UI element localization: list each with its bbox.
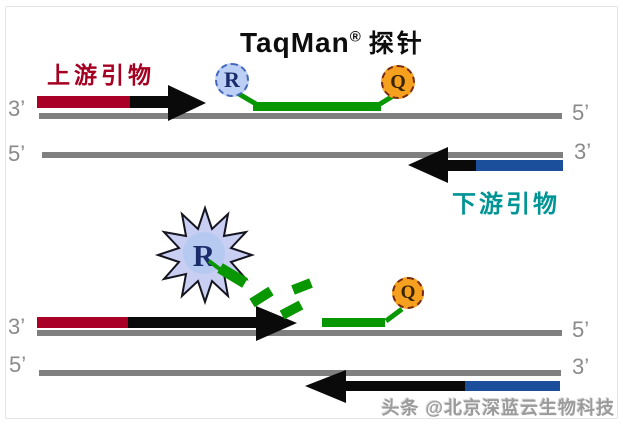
reporter-dye-circle: R	[215, 63, 249, 97]
quencher-linker-bottom	[384, 307, 404, 323]
strand-end-3prime-top-left: 3’	[8, 96, 26, 121]
cleaved-fragment-1	[217, 263, 248, 288]
downstream-primer-label: 下游引物	[452, 191, 560, 218]
probe-oligo-bar	[253, 102, 381, 111]
cleaved-fragment-linker	[207, 259, 223, 272]
cleaved-probe-remnant-bar	[322, 318, 385, 327]
fluorescence-starburst-icon	[154, 204, 256, 306]
template-strand-top-sense	[39, 113, 562, 119]
watermark-text: 头条 @北京深蓝云生物科技	[381, 398, 615, 418]
quencher-letter-bottom: Q	[400, 282, 416, 303]
template-strand-bottom-sense	[37, 330, 562, 336]
strand-end-5prime-bottom-right: 5’	[572, 317, 590, 342]
strand-end-3prime-bottom-left: 3’	[8, 314, 26, 339]
registered-trademark-symbol: ®	[349, 28, 361, 46]
cleaved-fragment-4	[279, 300, 304, 320]
template-strand-bottom-antisense	[39, 370, 561, 376]
quencher-letter: Q	[390, 70, 406, 93]
downstream-primer-blue-segment-bottom	[465, 381, 560, 391]
diagram-title: TaqMan® 探针	[240, 24, 425, 60]
title-brand: TaqMan	[240, 27, 350, 58]
strand-end-5prime-mid-left: 5’	[8, 141, 26, 166]
cleaved-fragment-3	[291, 278, 313, 295]
strand-end-3prime-last-right: 3’	[572, 354, 590, 379]
upstream-primer-label: 上游引物	[47, 62, 155, 88]
upstream-primer-shaft	[130, 96, 170, 108]
strand-end-5prime-top-right: 5’	[572, 100, 590, 125]
downstream-primer-blue-segment	[476, 160, 563, 171]
downstream-primer-shaft-bottom	[346, 381, 465, 391]
released-reporter-glow	[183, 232, 225, 274]
title-suffix: 探针	[368, 30, 425, 58]
strand-end-3prime-mid-right: 3’	[574, 139, 592, 164]
downstream-primer-shaft	[448, 160, 476, 171]
extended-primer-shaft	[128, 317, 258, 328]
strand-end-5prime-last-left: 5’	[9, 352, 27, 377]
quencher-dye-circle-bottom: Q	[392, 277, 424, 309]
upstream-primer-red-segment	[37, 96, 130, 108]
extended-primer-red-segment	[37, 317, 128, 328]
reporter-letter: R	[224, 67, 240, 92]
quencher-dye-circle: Q	[381, 65, 415, 99]
cleaved-fragment-2	[249, 286, 274, 308]
released-reporter-label: R	[193, 238, 216, 273]
template-strand-top-antisense	[42, 152, 563, 158]
